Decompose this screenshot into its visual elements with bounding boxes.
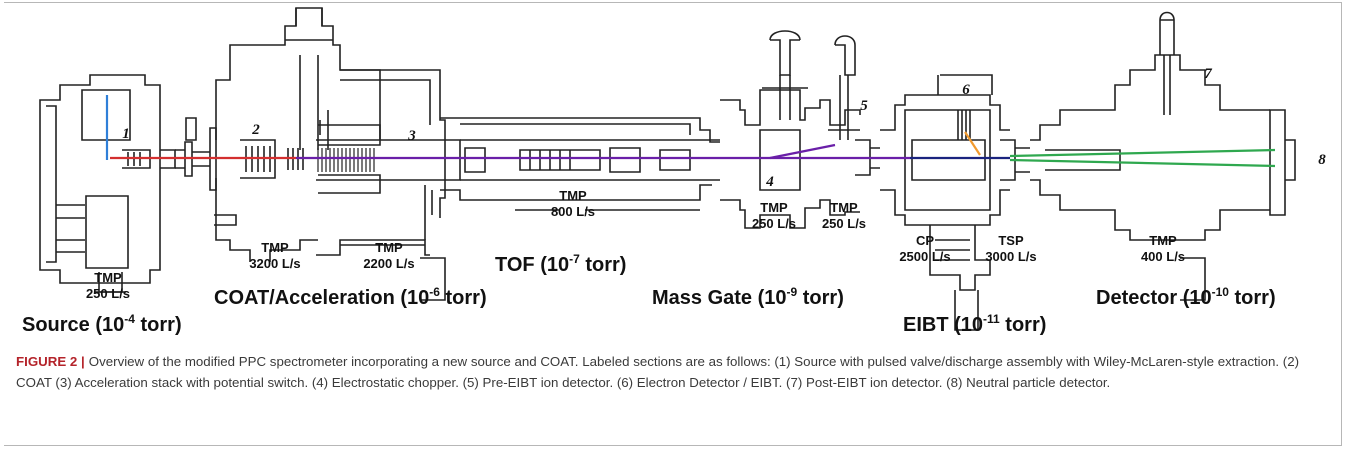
marker-2: 2 [251,122,260,138]
acceleration-chamber [316,69,461,301]
chopper-deflection [769,143,836,160]
numbered-markers: 1 2 3 4 5 6 7 8 [122,66,1326,190]
marker-6: 6 [962,82,970,98]
pump-labels: TMP 250 L/s TMP 3200 L/s TMP 2200 L/s TM… [86,188,1185,301]
marker-4: 4 [765,174,774,190]
pump-rate: 800 L/s [551,204,595,219]
mass-gate-chamber [720,30,880,229]
beam-lines [105,95,1276,168]
acceleration-stack [317,148,375,172]
figure-frame [4,2,1342,446]
pump-rate: 3000 L/s [985,249,1036,264]
figure-caption: FIGURE 2 |Overview of the modified PPC s… [16,352,1316,393]
pump-rate: 3200 L/s [249,256,300,271]
pump-type: TSP [998,233,1024,248]
pump-rate: 250 L/s [822,216,866,231]
marker-8: 8 [1318,152,1326,168]
pump-rate: 400 L/s [1141,249,1185,264]
detector-stage-label: Detector (10-10 torr) [1096,285,1276,309]
source-coat-connector [175,117,210,177]
pump-rate: 2200 L/s [363,256,414,271]
pump-type: TMP [94,270,122,285]
pump-type: TMP [1149,233,1177,248]
coat-stage-label: COAT/Acceleration (10-6 torr) [214,285,487,309]
caption-text: Overview of the modified PPC spectromete… [16,354,1300,390]
pump-rate: 2500 L/s [899,249,950,264]
source-chamber [39,74,176,293]
pump-rate: 250 L/s [86,286,130,301]
neutral-beam-upper [1009,148,1276,158]
neutral-beam-lower [1009,158,1276,168]
mass-gate-stage-label: Mass Gate (10-9 torr) [652,285,844,309]
tof-tube [440,117,720,211]
pump-rate: 250 L/s [752,216,796,231]
marker-3: 3 [407,128,416,144]
pump-type: TMP [261,240,289,255]
caption-label: FIGURE 2 | [16,354,85,369]
coat-chamber [209,7,381,262]
marker-1: 1 [122,126,130,142]
eibt-chamber [880,74,1030,331]
pump-type: CP [916,233,934,248]
tof-stage-label: TOF (10-7 torr) [495,252,626,276]
marker-7: 7 [1204,66,1212,82]
pump-type: TMP [830,200,858,215]
marker-5: 5 [860,98,868,114]
pump-type: TMP [559,188,587,203]
source-stage-label: Source (10-4 torr) [22,312,182,336]
pump-type: TMP [375,240,403,255]
section-labels: Source (10-4 torr) COAT/Acceleration (10… [22,252,1276,336]
eibt-stage-label: EIBT (10-11 torr) [903,312,1046,336]
spectrometer-schematic: Source (10-4 torr) COAT/Acceleration (10… [22,7,1326,336]
pump-type: TMP [760,200,788,215]
detector-chamber [1030,11,1296,301]
electron-path [964,131,981,156]
